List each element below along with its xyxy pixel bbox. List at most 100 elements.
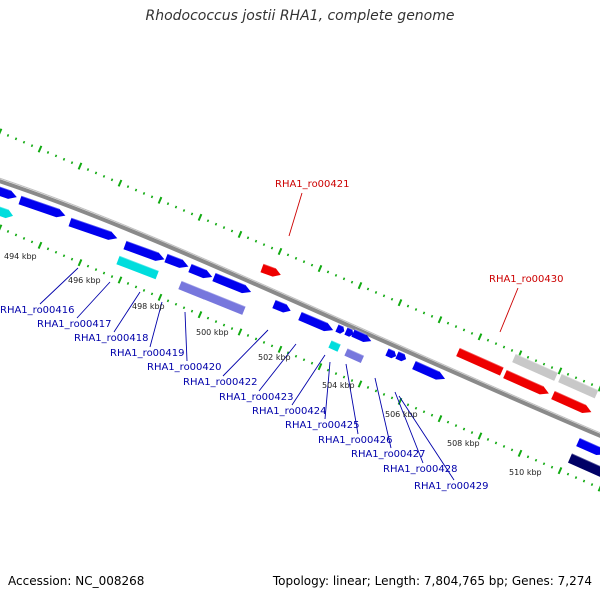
gene-highlight <box>515 353 559 374</box>
tick-mark <box>254 337 258 341</box>
gene-arrow <box>164 253 189 268</box>
tick-mark <box>77 162 83 170</box>
gene-arrow <box>68 217 118 240</box>
tick-mark <box>270 344 274 348</box>
leader-line <box>324 361 331 420</box>
kbp-label: 502 kbp <box>258 353 291 362</box>
tick-mark <box>454 325 458 328</box>
tick-mark <box>262 243 266 247</box>
tick-mark <box>206 219 210 223</box>
gene-body <box>260 263 281 277</box>
tick-mark <box>574 476 578 480</box>
tick-mark <box>14 137 18 141</box>
tick-mark <box>566 472 570 476</box>
tick-mark <box>582 379 586 383</box>
tick-mark <box>230 327 234 330</box>
leader-line <box>222 329 269 377</box>
tick-mark <box>446 321 450 325</box>
gene-label: RHA1_ro00419 <box>110 348 185 359</box>
genome-summary-text: Topology: linear; Length: 7,804,765 bp; … <box>272 574 592 588</box>
tick-mark <box>222 226 226 229</box>
gene-arrow <box>512 353 559 381</box>
tick-mark <box>597 385 600 392</box>
gene-body <box>328 340 341 352</box>
tick-mark <box>157 196 163 204</box>
gene-body <box>385 348 397 359</box>
tick-mark <box>550 366 554 369</box>
tick-mark <box>486 438 490 441</box>
tick-mark <box>54 154 58 158</box>
tick-mark <box>197 213 203 221</box>
tick-mark <box>237 230 243 239</box>
tick-mark <box>317 363 323 371</box>
tick-mark <box>437 316 443 324</box>
tick-mark <box>317 264 323 273</box>
tick-mark <box>526 455 530 459</box>
kbp-label: 504 kbp <box>322 381 355 390</box>
tick-mark <box>30 240 34 244</box>
gene-highlight <box>347 347 365 357</box>
tick-mark <box>0 128 3 135</box>
tick-mark <box>142 288 146 292</box>
gene-body <box>344 348 365 363</box>
tick-mark <box>142 192 146 195</box>
tick-mark <box>390 297 394 301</box>
tick-mark <box>117 276 123 284</box>
tick-mark <box>486 338 490 342</box>
tick-mark <box>22 236 26 240</box>
tick-mark <box>350 379 354 382</box>
gene-highlight <box>347 326 353 331</box>
tick-mark <box>262 340 266 344</box>
tick-mark <box>157 293 163 301</box>
gene-arrow <box>298 311 334 332</box>
genome-backbone <box>0 177 600 438</box>
gene-body <box>0 185 17 199</box>
gene-arrow <box>412 360 446 380</box>
gene-arrow <box>385 347 397 359</box>
tick-mark <box>566 372 570 376</box>
tick-mark <box>557 367 563 375</box>
map-title: Rhodococcus jostii RHA1, complete genome <box>145 8 455 24</box>
leader-line <box>288 192 303 237</box>
tick-mark <box>77 259 83 267</box>
gene-body <box>512 353 558 381</box>
tick-mark <box>37 241 43 249</box>
tick-mark <box>477 333 483 341</box>
gene-arrow <box>503 369 549 395</box>
tick-mark <box>54 250 58 254</box>
tick-mark <box>550 465 554 469</box>
tick-mark <box>454 424 458 428</box>
tick-mark <box>117 179 123 187</box>
tick-mark <box>6 230 10 233</box>
tick-mark <box>326 270 330 274</box>
gene-label: RHA1_ro00425 <box>285 420 360 431</box>
gene-body <box>551 390 592 413</box>
gene-arrow <box>116 255 160 280</box>
gene-features <box>0 185 600 479</box>
gene-label: RHA1_ro00428 <box>383 464 458 475</box>
tick-mark <box>310 361 314 365</box>
kbp-label: 508 kbp <box>447 439 480 448</box>
gene-arrow <box>178 280 208 300</box>
gene-highlight <box>263 263 277 269</box>
tick-mark <box>14 233 18 237</box>
tick-mark <box>22 140 26 144</box>
gene-highlight <box>579 437 600 448</box>
tick-mark <box>86 168 90 171</box>
leader-line <box>39 267 79 305</box>
tick-mark <box>470 331 474 335</box>
gene-highlight <box>331 339 342 346</box>
gene-highlight <box>388 347 395 352</box>
gene-body <box>188 263 213 279</box>
tick-mark <box>94 171 98 175</box>
gene-label: RHA1_ro00427 <box>351 449 426 460</box>
gene-label: RHA1_ro00422 <box>183 377 258 388</box>
gene-body <box>272 299 291 313</box>
tick-mark <box>86 264 90 268</box>
gene-highlight <box>338 323 344 328</box>
tick-mark <box>294 256 298 260</box>
tick-mark <box>70 161 74 165</box>
tick-mark <box>214 222 218 226</box>
tick-mark <box>166 202 170 206</box>
gene-arrow <box>456 347 504 376</box>
